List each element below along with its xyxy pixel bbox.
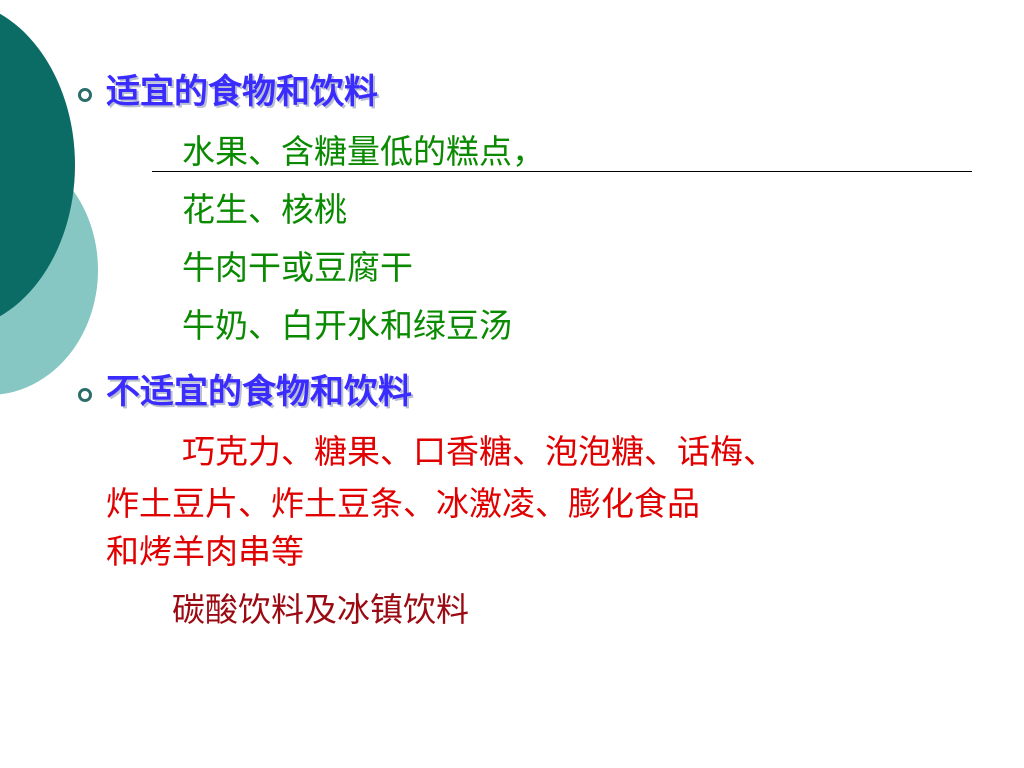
suitable-item-1: 水果、含糖量低的糕点， — [182, 132, 545, 171]
suitable-item-3: 牛肉干或豆腐干 — [182, 248, 413, 287]
unsuitable-drinks: 碳酸饮料及冰镇饮料 — [172, 590, 469, 629]
unsuitable-line-3: 和烤羊肉串等 — [106, 532, 304, 571]
bullet-circle-icon — [78, 388, 92, 402]
unsuitable-line-1: 巧克力、糖果、口香糖、泡泡糖、话梅、 — [182, 432, 776, 471]
underline-rule — [152, 171, 972, 172]
bullet-circle-icon — [78, 88, 92, 102]
unsuitable-line-2: 炸土豆片、炸土豆条、冰激凌、膨化食品 — [106, 484, 700, 523]
suitable-item-2: 花生、核桃 — [182, 190, 347, 229]
heading-unsuitable: 不适宜的食物和饮料 — [106, 372, 412, 412]
heading-suitable: 适宜的食物和饮料 — [106, 72, 378, 112]
suitable-item-4: 牛奶、白开水和绿豆汤 — [182, 306, 512, 345]
